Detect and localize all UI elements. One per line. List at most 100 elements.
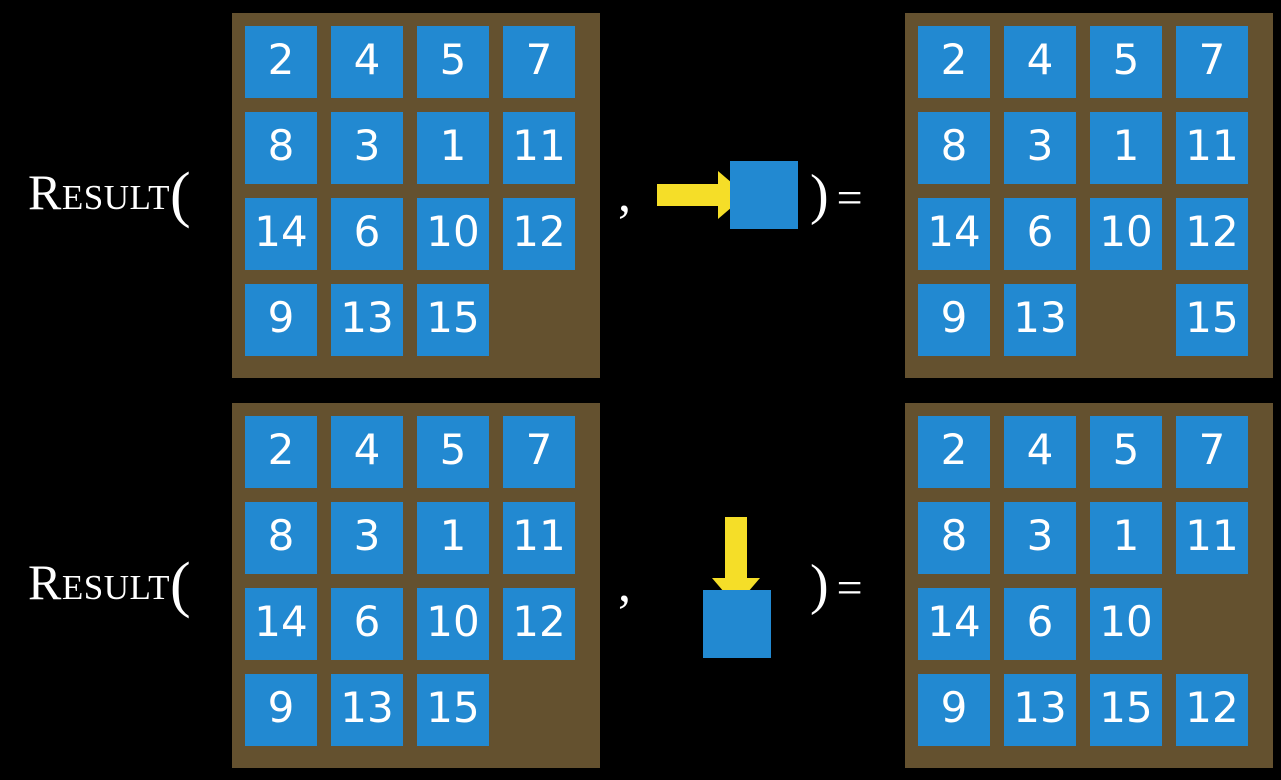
- tile[interactable]: 4: [1004, 26, 1076, 98]
- result-function-label: Result(: [28, 164, 191, 226]
- tile[interactable]: 9: [918, 674, 990, 746]
- tile[interactable]: 4: [331, 416, 403, 488]
- tile[interactable]: 9: [918, 284, 990, 356]
- tile-label: 2: [267, 35, 295, 84]
- tile[interactable]: 8: [245, 502, 317, 574]
- tile[interactable]: 5: [1090, 416, 1162, 488]
- tile[interactable]: 5: [1090, 26, 1162, 98]
- tile[interactable]: 11: [503, 502, 575, 574]
- tile[interactable]: 12: [503, 588, 575, 660]
- tile-label: 6: [1026, 597, 1054, 646]
- tile[interactable]: 9: [245, 674, 317, 746]
- tile[interactable]: 14: [918, 588, 990, 660]
- tile-label: 10: [426, 597, 480, 646]
- equation-row-1: Result( 2 4 5 7 8 3 1 11 14 6 10 12 9 13…: [28, 13, 1273, 378]
- tile[interactable]: 5: [417, 26, 489, 98]
- tile[interactable]: 3: [1004, 112, 1076, 184]
- tile[interactable]: 1: [417, 502, 489, 574]
- tile[interactable]: 8: [918, 502, 990, 574]
- tile-label: 9: [940, 293, 968, 342]
- tile-label: 1: [439, 511, 467, 560]
- tile[interactable]: 14: [245, 588, 317, 660]
- tile[interactable]: 2: [918, 26, 990, 98]
- moving-tile[interactable]: [703, 590, 771, 658]
- tile[interactable]: 3: [331, 502, 403, 574]
- tile[interactable]: 6: [1004, 588, 1076, 660]
- tile[interactable]: 1: [417, 112, 489, 184]
- tile[interactable]: 1: [1090, 112, 1162, 184]
- tile[interactable]: 12: [1176, 198, 1248, 270]
- tile[interactable]: 14: [918, 198, 990, 270]
- close-and-equals: )=: [810, 167, 863, 223]
- tile[interactable]: 3: [331, 112, 403, 184]
- tile[interactable]: 11: [1176, 502, 1248, 574]
- tile[interactable]: 13: [1004, 284, 1076, 356]
- equals-sign: =: [836, 172, 863, 223]
- tile[interactable]: 12: [1176, 674, 1248, 746]
- tile-label: 4: [1026, 425, 1054, 474]
- tile-label: 11: [512, 121, 566, 170]
- tile[interactable]: 15: [1176, 284, 1248, 356]
- arrow-down-icon: [725, 517, 747, 582]
- tile[interactable]: 10: [1090, 198, 1162, 270]
- tile-label: 3: [1026, 511, 1054, 560]
- open-paren: (: [170, 161, 192, 229]
- tile[interactable]: 10: [417, 198, 489, 270]
- tile-label: 8: [267, 511, 295, 560]
- tile[interactable]: 9: [245, 284, 317, 356]
- tile[interactable]: 10: [1090, 588, 1162, 660]
- tile-label: 5: [439, 425, 467, 474]
- tile[interactable]: 8: [918, 112, 990, 184]
- tile[interactable]: 4: [331, 26, 403, 98]
- tile[interactable]: 6: [1004, 198, 1076, 270]
- tile-label: 13: [340, 293, 394, 342]
- tile[interactable]: 7: [503, 416, 575, 488]
- tile[interactable]: 13: [331, 284, 403, 356]
- tile[interactable]: 15: [1090, 674, 1162, 746]
- tile[interactable]: 15: [417, 284, 489, 356]
- blank-slot[interactable]: [1176, 588, 1248, 660]
- tile-label: 5: [439, 35, 467, 84]
- blank-slot[interactable]: [503, 284, 575, 356]
- tile[interactable]: 6: [331, 588, 403, 660]
- tile-label: 11: [1185, 511, 1239, 560]
- tile[interactable]: 12: [503, 198, 575, 270]
- tile[interactable]: 2: [245, 26, 317, 98]
- tile-label: 13: [1013, 683, 1067, 732]
- result-label-text: Result: [28, 164, 171, 220]
- tile[interactable]: 2: [245, 416, 317, 488]
- tile[interactable]: 6: [331, 198, 403, 270]
- tile-label: 7: [1198, 425, 1226, 474]
- tile[interactable]: 15: [417, 674, 489, 746]
- tile-label: 2: [267, 425, 295, 474]
- tile-label: 1: [1112, 121, 1140, 170]
- tile[interactable]: 14: [245, 198, 317, 270]
- blank-slot[interactable]: [1090, 284, 1162, 356]
- tile[interactable]: 7: [503, 26, 575, 98]
- output-board-row2: 2 4 5 7 8 3 1 11 14 6 10 9 13 15 12: [905, 403, 1273, 768]
- tile-label: 8: [940, 121, 968, 170]
- moving-tile[interactable]: [730, 161, 798, 229]
- tile-label: 5: [1112, 425, 1140, 474]
- open-paren: (: [170, 551, 192, 619]
- tile[interactable]: 11: [503, 112, 575, 184]
- close-paren: ): [810, 164, 829, 226]
- tile-grid: 2 4 5 7 8 3 1 11 14 6 10 9 13 15 12: [918, 416, 1260, 755]
- tile[interactable]: 3: [1004, 502, 1076, 574]
- tile[interactable]: 4: [1004, 416, 1076, 488]
- tile[interactable]: 10: [417, 588, 489, 660]
- tile[interactable]: 7: [1176, 416, 1248, 488]
- tile-label: 7: [1198, 35, 1226, 84]
- tile[interactable]: 8: [245, 112, 317, 184]
- tile[interactable]: 2: [918, 416, 990, 488]
- tile[interactable]: 7: [1176, 26, 1248, 98]
- tile[interactable]: 1: [1090, 502, 1162, 574]
- tile[interactable]: 11: [1176, 112, 1248, 184]
- tile[interactable]: 13: [1004, 674, 1076, 746]
- tile-label: 1: [439, 121, 467, 170]
- blank-slot[interactable]: [503, 674, 575, 746]
- tile-label: 12: [512, 597, 566, 646]
- tile[interactable]: 13: [331, 674, 403, 746]
- tile[interactable]: 5: [417, 416, 489, 488]
- tile-label: 9: [267, 293, 295, 342]
